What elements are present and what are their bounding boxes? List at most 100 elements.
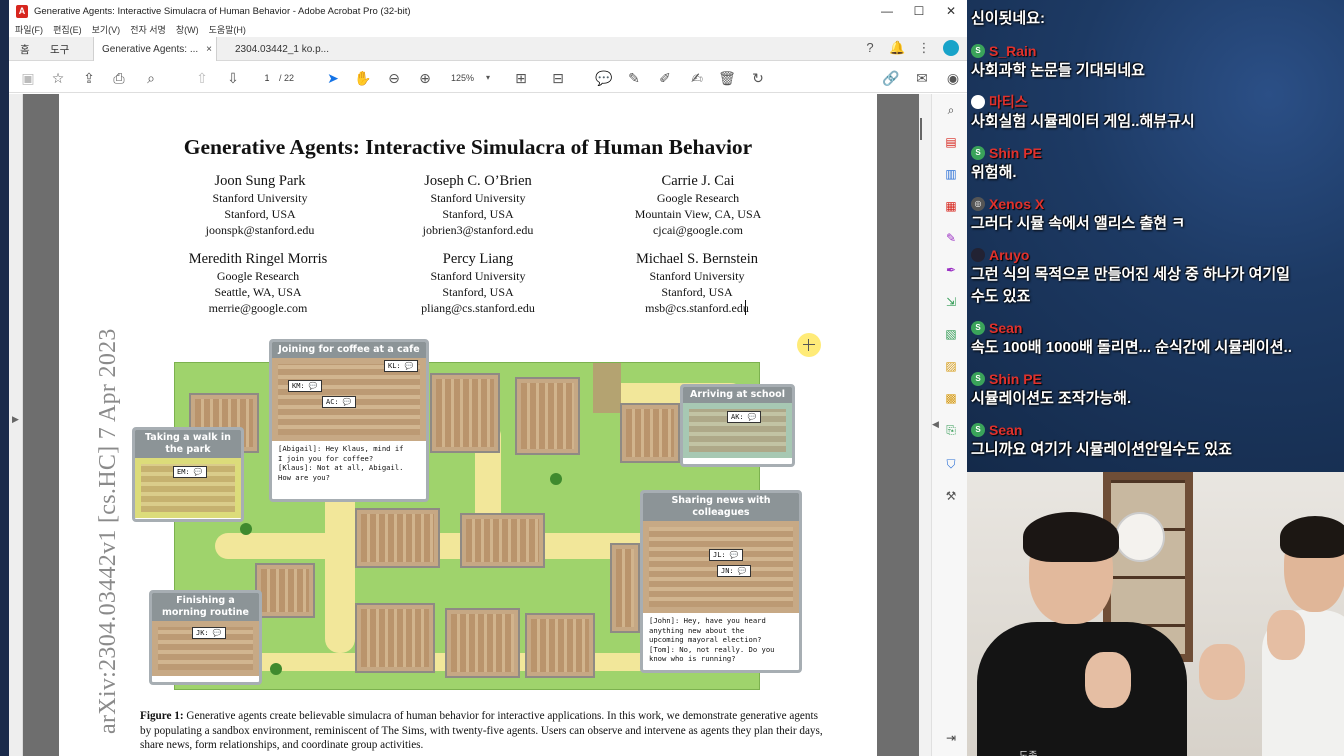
select-pointer-icon[interactable]: ➤ (327, 70, 339, 86)
search-icon[interactable]: ⌕ (147, 70, 155, 86)
zoom-out-icon[interactable]: ⊖ (388, 70, 400, 86)
zoom-search-icon[interactable]: ⌕ (947, 103, 955, 117)
callout-park: Taking a walk in the park EM: 💬 (132, 427, 244, 522)
user-badge-icon: S (971, 44, 985, 58)
menu-help[interactable]: 도움말(H) (208, 24, 246, 35)
figure-1: Joining for coffee at a cafe KM: 💬 AC: 💬… (59, 94, 877, 756)
figure-caption-text: Generative agents create believable simu… (140, 710, 823, 751)
tab-document-active[interactable]: Generative Agents: ... × (93, 37, 217, 61)
export-pdf-icon[interactable]: ⇲ (945, 295, 957, 309)
author-email: jobrien3@stanford.edu (422, 223, 534, 237)
hand-tool-icon[interactable]: ✋ (354, 70, 372, 86)
left-panel-gutter[interactable]: ▶ (9, 94, 23, 756)
organize-pages-icon[interactable]: ▦ (945, 199, 957, 213)
home-scene-image: JK: 💬 (152, 621, 259, 676)
account-icon[interactable]: ◉ (946, 70, 960, 86)
author-name: Percy Liang (442, 251, 514, 267)
trash-icon[interactable]: 🗑 (718, 70, 736, 86)
author-affiliation: Google Research (656, 191, 740, 205)
edit-text-icon[interactable]: ✍ (691, 70, 703, 86)
callout-morning: Finishing a morning routine JK: 💬 (149, 590, 262, 685)
protect-shield-icon[interactable]: ⛉ (946, 457, 956, 471)
text-caret (745, 300, 746, 315)
fill-sign-icon[interactable]: ✒ (945, 263, 957, 277)
chat-username: Sean (989, 422, 1023, 438)
maximize-button[interactable]: ☐ (913, 4, 925, 18)
send-comments-icon[interactable]: ▨ (945, 359, 957, 373)
chat-text: 사회실험 시뮬레이터 게임..해뷰규시 (971, 113, 1195, 130)
save-icon[interactable]: ▣ (21, 70, 35, 86)
zoom-level[interactable]: 125% (451, 73, 475, 83)
help-icon[interactable]: ? (866, 40, 874, 55)
tab-close-icon[interactable]: × (206, 43, 213, 55)
author-affiliation: Stanford University (649, 269, 745, 283)
park-scene-image: EM: 💬 (135, 458, 241, 518)
acrobat-window: A Generative Agents: Interactive Simulac… (9, 0, 967, 756)
callout-news: Sharing news with colleagues JL: 💬 JN: 💬… (640, 490, 802, 673)
comment-icon[interactable]: 💬 (595, 70, 613, 86)
page-up-icon[interactable]: ⇧ (196, 70, 208, 86)
author-name: Carrie J. Cai (661, 173, 735, 189)
scan-ocr-icon[interactable]: ⎘ (946, 423, 956, 437)
tab-home[interactable]: 홈 (20, 43, 30, 56)
star-icon[interactable]: ☆ (51, 70, 65, 86)
page-number-input[interactable] (258, 70, 276, 86)
chevron-down-icon[interactable]: ▾ (486, 73, 491, 82)
menu-edit[interactable]: 편집(E) (53, 24, 82, 35)
chat-text: 그니까요 여기가 시뮬레이션안일수도 있죠 (971, 441, 1232, 458)
vertical-scrollbar[interactable] (919, 94, 931, 756)
measure-icon[interactable]: ⊟ (552, 70, 564, 86)
menu-window[interactable]: 창(W) (175, 24, 199, 35)
create-pdf-icon[interactable]: ▤ (945, 135, 957, 149)
page-down-icon[interactable]: ⇩ (227, 70, 239, 86)
author-name: Joseph C. O’Brien (424, 173, 532, 189)
menu-bar: 파일(F) 편집(E) 보기(V) 전자 서명 창(W) 도움말(H) (9, 22, 967, 36)
tab-tools[interactable]: 도구 (50, 43, 70, 56)
bell-icon[interactable]: 🔔 (889, 40, 906, 55)
apps-grid-icon[interactable]: ⋮ (917, 40, 931, 55)
user-badge-icon (971, 248, 985, 262)
paper-title: Generative Agents: Interactive Simulacra… (183, 135, 753, 159)
edit-pdf-icon[interactable]: ▧ (945, 327, 957, 341)
author-location: Stanford, USA (442, 207, 514, 221)
tab-document-translated[interactable]: 2304.03442_1 ko.p... (227, 37, 337, 61)
user-badge-icon: S (971, 146, 985, 160)
document-viewer[interactable]: Generative Agents: Interactive Simulacra… (23, 94, 919, 756)
tools-pane: ◀ ⌕ ▤ ▥ ▦ ✎ ✒ ⇲ ▧ ▨ ▩ ⎘ ⛉ ⚒ ⇥ (931, 94, 967, 756)
print-icon[interactable]: ⎙ (113, 70, 125, 86)
callout-dialog: [John]: Hey, have you heard anything new… (649, 616, 775, 663)
chat-message: 마티스 사회실험 시뮬레이터 게임..해뷰규시 (971, 93, 1343, 133)
minimize-button[interactable]: — (881, 4, 893, 18)
zoom-in-icon[interactable]: ⊕ (419, 70, 431, 86)
scrollbar-thumb[interactable] (920, 118, 922, 140)
author-name: Meredith Ringel Morris (188, 251, 328, 267)
comment-panel-icon[interactable]: ▩ (945, 391, 957, 405)
rotate-icon[interactable]: ↻ (752, 70, 764, 86)
user-badge-icon: ◎ (971, 197, 985, 211)
cloud-upload-icon[interactable]: ⇪ (83, 70, 95, 86)
link-share-icon[interactable]: 🔗 (882, 70, 900, 86)
user-badge-icon (971, 95, 985, 109)
mail-icon[interactable]: ✉ (916, 70, 928, 86)
highlight-pen-icon[interactable]: ✎ (628, 70, 640, 86)
more-tools-icon[interactable]: ⚒ (945, 489, 957, 503)
user-badge-icon: S (971, 423, 985, 437)
menu-view[interactable]: 보기(V) (91, 24, 121, 35)
page-layout-icon[interactable]: ⊞ (515, 70, 527, 86)
collapse-pane-icon[interactable]: ◀ (932, 419, 939, 429)
draw-icon[interactable]: ✐ (659, 70, 671, 86)
avatar[interactable] (943, 40, 959, 56)
acrobat-app-icon: A (16, 4, 28, 18)
close-window-button[interactable]: ✕ (945, 4, 957, 18)
combine-files-icon[interactable]: ▥ (945, 167, 957, 181)
chat-message: Aruyo 그런 식의 목적으로 만들어진 세상 중 하나가 여기일 수도 있죠 (971, 246, 1343, 308)
chat-text: 위험해. (971, 164, 1017, 181)
request-signature-icon[interactable]: ✎ (945, 231, 957, 245)
chat-username: S_Rain (989, 43, 1037, 59)
menu-esign[interactable]: 전자 서명 (130, 24, 166, 35)
expand-left-panel-icon[interactable]: ▶ (12, 414, 19, 424)
menu-file[interactable]: 파일(F) (15, 24, 44, 35)
expand-pane-icon[interactable]: ⇥ (945, 731, 957, 745)
